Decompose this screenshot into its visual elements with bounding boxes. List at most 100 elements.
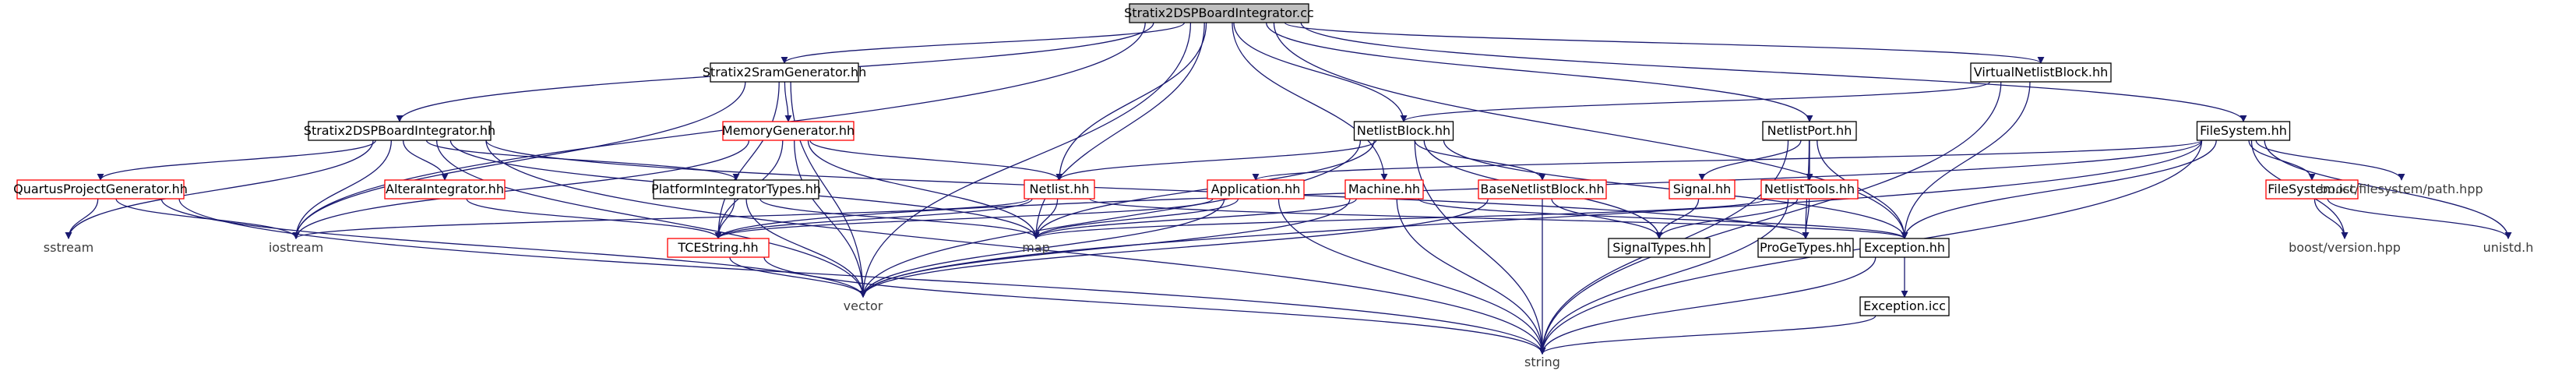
- node-machine[interactable]: Machine.hh: [1344, 179, 1424, 200]
- node-iostream: iostream: [269, 240, 323, 255]
- edges-layer: [65, 22, 2512, 355]
- node-box-app: [1207, 179, 1305, 200]
- edge-memgen-to-vector: [794, 140, 867, 298]
- edge-s2int-to-sstream: [65, 140, 374, 239]
- edge-machine-to-vector: [859, 198, 1351, 298]
- node-label-nltools: NetlistTools.hh: [1764, 182, 1855, 196]
- node-memgen[interactable]: MemoryGenerator.hh: [722, 121, 855, 141]
- edge-memgen-to-iostream: [292, 140, 750, 239]
- node-label-s2int: Stratix2DSPBoardIntegrator.hh: [304, 123, 495, 138]
- node-tcestring[interactable]: TCEString.hh: [667, 238, 770, 258]
- node-label-boostfs: boost/filesystem/path.hpp: [2320, 182, 2483, 196]
- edge-memgen-to-map: [807, 140, 1040, 239]
- node-vnb[interactable]: VirtualNetlistBlock.hh: [1970, 62, 2112, 83]
- node-box-tcestring: [667, 238, 770, 258]
- node-box-fs: [2196, 121, 2291, 141]
- node-label-root: Stratix2DSPBoardIntegrator.cc: [1124, 5, 1314, 20]
- edge-quartus-to-sstream: [65, 198, 99, 239]
- edge-s2int-to-altera: [402, 140, 449, 181]
- node-basenb[interactable]: BaseNetlistBlock.hh: [1478, 179, 1607, 200]
- edge-exception-to-string: [1538, 256, 1876, 355]
- edge-s2int-to-iostream: [292, 140, 393, 239]
- edge-sramgen-to-iostream: [292, 81, 746, 239]
- node-label-netlist: Netlist.hh: [1030, 182, 1090, 196]
- node-label-unistd: unistd.h: [2483, 240, 2534, 255]
- node-progetypes[interactable]: ProGeTypes.hh: [1757, 238, 1854, 258]
- node-box-nlport: [1762, 121, 1857, 141]
- node-exceptionicc[interactable]: Exception.icc: [1859, 296, 1950, 316]
- node-label-boostver: boost/version.hpp: [2289, 240, 2401, 255]
- node-box-nlblock: [1353, 121, 1454, 141]
- edge-nltools-to-string: [1538, 198, 1789, 355]
- edge-app-to-vector: [859, 198, 1225, 298]
- node-nltools[interactable]: NetlistTools.hh: [1760, 179, 1859, 200]
- node-label-machine: Machine.hh: [1348, 182, 1420, 196]
- node-label-vnb: VirtualNetlistBlock.hh: [1974, 65, 2109, 79]
- edge-nlblock-to-basenb: [1414, 140, 1546, 181]
- edge-tcestring-to-vector: [729, 256, 867, 298]
- node-box-vnb: [1970, 62, 2112, 83]
- node-vector: vector: [844, 299, 883, 313]
- edge-tcestring-to-string: [763, 256, 1546, 355]
- edge-netlist-to-iostream: [292, 198, 1030, 239]
- edge-app-to-map: [1032, 198, 1239, 239]
- edge-nltools-to-progetypes: [1802, 198, 1810, 239]
- node-exception[interactable]: Exception.hh: [1859, 238, 1950, 258]
- node-label-quartus: QuartusProjectGenerator.hh: [13, 182, 188, 196]
- node-map: map: [1022, 240, 1050, 255]
- node-box-memgen: [722, 121, 855, 141]
- node-signal[interactable]: Signal.hh: [1669, 179, 1736, 200]
- node-fsicc[interactable]: FileSystem.icc: [2265, 179, 2359, 200]
- node-label-fs: FileSystem.hh: [2200, 123, 2287, 138]
- edge-netlist-to-exception: [1089, 198, 1908, 239]
- node-label-iostream: iostream: [269, 240, 323, 255]
- edge-root-to-nlport: [1265, 22, 1813, 122]
- node-s2int[interactable]: Stratix2DSPBoardIntegrator.hh: [304, 121, 495, 141]
- node-label-nlport: NetlistPort.hh: [1767, 123, 1852, 138]
- node-label-exceptionicc: Exception.icc: [1863, 299, 1946, 313]
- node-root[interactable]: Stratix2DSPBoardIntegrator.cc: [1124, 3, 1314, 23]
- edge-fs-to-tcestring: [714, 140, 2203, 239]
- node-box-progetypes: [1757, 238, 1854, 258]
- node-quartus[interactable]: QuartusProjectGenerator.hh: [13, 179, 188, 200]
- edge-exceptionicc-to-string: [1538, 315, 1876, 355]
- node-label-progetypes: ProGeTypes.hh: [1760, 240, 1852, 255]
- node-sramgen[interactable]: Stratix2SramGenerator.hh: [703, 62, 866, 83]
- edge-sramgen-to-tcestring: [714, 81, 780, 239]
- node-box-netlist: [1024, 179, 1095, 200]
- edge-platform-to-vector: [745, 198, 867, 298]
- node-string: string: [1524, 355, 1560, 369]
- node-label-string: string: [1524, 355, 1560, 369]
- edge-root-to-sramgen: [781, 22, 1186, 64]
- node-nlport[interactable]: NetlistPort.hh: [1762, 121, 1857, 141]
- node-label-sstream: sstream: [44, 240, 93, 255]
- node-box-quartus: [16, 179, 185, 200]
- node-boostver: boost/version.hpp: [2289, 240, 2401, 255]
- node-box-basenb: [1478, 179, 1607, 200]
- edge-machine-to-exception: [1418, 198, 1908, 239]
- node-signaltypes[interactable]: SignalTypes.hh: [1608, 238, 1711, 258]
- node-app[interactable]: Application.hh: [1207, 179, 1305, 200]
- edge-root-to-map: [1032, 22, 1205, 239]
- edge-vnb-to-exception: [1901, 81, 2031, 239]
- node-label-memgen: MemoryGenerator.hh: [722, 123, 855, 138]
- node-box-altera: [384, 179, 506, 200]
- node-label-platform: PlatformIntegratorTypes.hh: [651, 182, 821, 196]
- edge-root-to-vnb: [1284, 22, 2045, 64]
- edge-altera-to-tcestring: [466, 198, 722, 239]
- node-box-s2int: [308, 121, 492, 141]
- node-label-altera: AlteraIntegrator.hh: [386, 182, 504, 196]
- node-label-map: map: [1022, 240, 1050, 255]
- edge-s2int-to-quartus: [97, 140, 376, 181]
- edge-nlblock-to-vector: [859, 140, 1362, 298]
- node-nlblock[interactable]: NetlistBlock.hh: [1353, 121, 1454, 141]
- node-sstream: sstream: [44, 240, 93, 255]
- edge-root-to-nlblock: [1233, 22, 1408, 122]
- node-fs[interactable]: FileSystem.hh: [2196, 121, 2291, 141]
- node-label-app: Application.hh: [1211, 182, 1301, 196]
- node-altera[interactable]: AlteraIntegrator.hh: [384, 179, 506, 200]
- node-platform[interactable]: PlatformIntegratorTypes.hh: [651, 179, 821, 200]
- node-netlist[interactable]: Netlist.hh: [1024, 179, 1095, 200]
- edge-basenb-to-signaltypes: [1551, 198, 1663, 239]
- node-box-fsicc: [2265, 179, 2359, 200]
